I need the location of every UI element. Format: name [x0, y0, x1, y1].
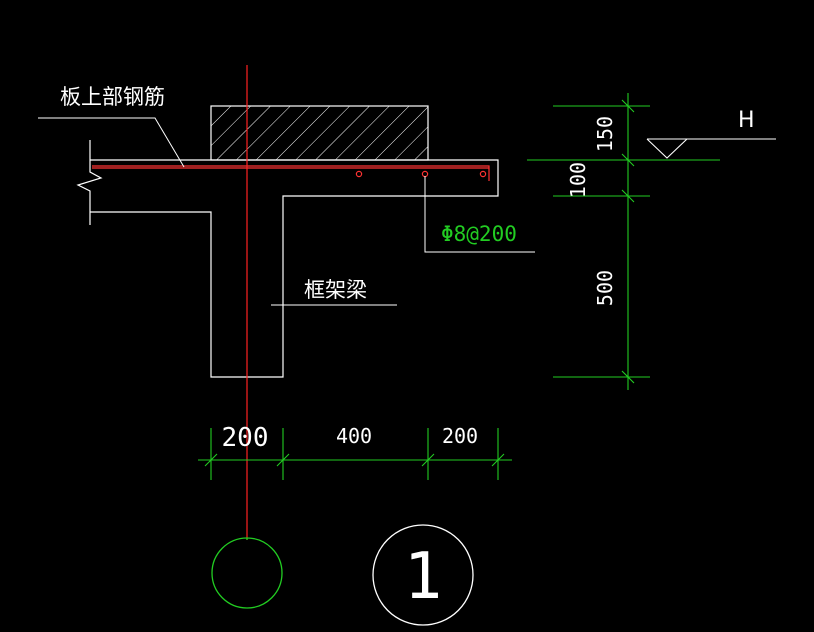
- break-line: [76, 140, 103, 225]
- rebar-dot: [355, 170, 363, 178]
- dim-h-3: 200: [442, 424, 478, 448]
- dim-v-1: 150: [593, 116, 617, 152]
- dim-h-2: 400: [336, 424, 372, 448]
- label-slab-top-rebar: 板上部钢筋: [60, 85, 165, 109]
- leader-stirrup: [424, 176, 535, 253]
- vertical-dimension-chain: [527, 93, 720, 390]
- label-section-number: 1: [404, 540, 443, 614]
- dim-v-3: 500: [593, 270, 617, 306]
- slab-top-rebar: [92, 165, 490, 181]
- label-level-mark: H: [738, 108, 755, 133]
- elevation-marker: [646, 138, 776, 159]
- dim-h-1: 200: [222, 423, 269, 453]
- axis-bubble: [211, 537, 283, 609]
- label-stirrup-spec: Φ8@200: [441, 222, 517, 246]
- beam-slab-outline: [90, 159, 499, 378]
- section-number-circle: [372, 524, 474, 626]
- dim-v-2: 100: [566, 162, 590, 198]
- label-frame-beam: 框架梁: [304, 278, 367, 302]
- horizontal-dimension-chain: [198, 428, 512, 480]
- rebar-dot: [479, 170, 487, 178]
- leader-slab-rebar: [38, 117, 185, 168]
- hatched-wall-block: [210, 105, 429, 161]
